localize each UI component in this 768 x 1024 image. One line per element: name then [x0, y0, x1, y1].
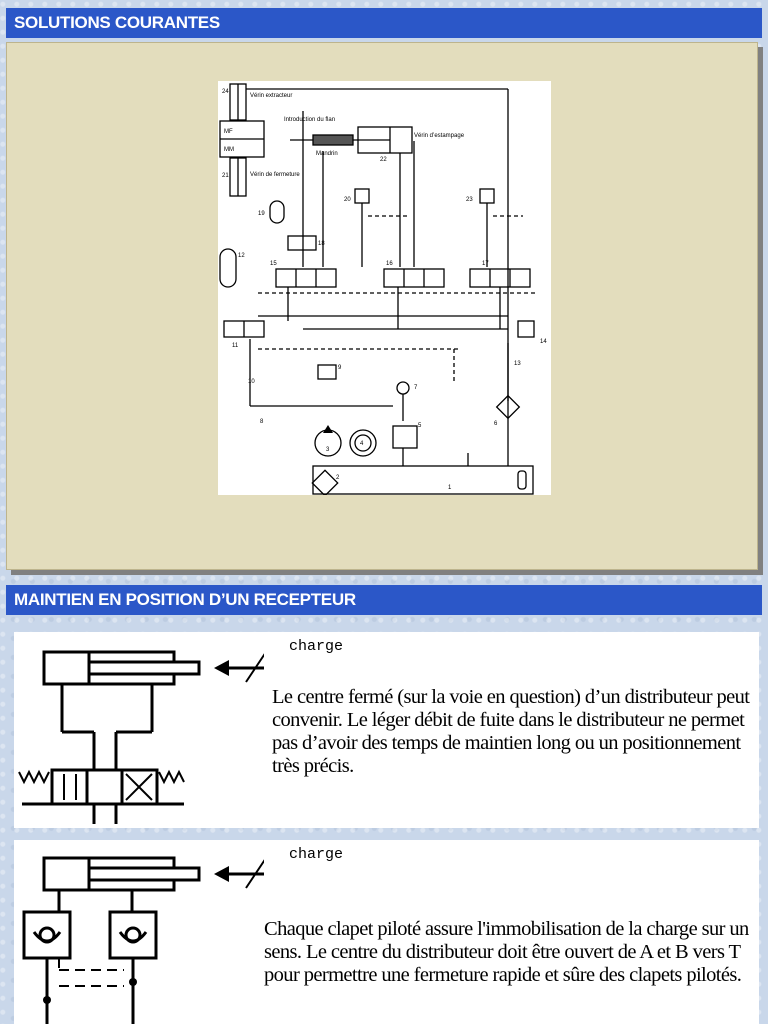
charge-label: charge	[289, 638, 344, 655]
section-header-maintien: MAINTIEN EN POSITION D’UN RECEPTEUR	[6, 585, 762, 615]
num-18: 18	[318, 241, 325, 247]
num-1: 1	[448, 485, 452, 491]
num-12: 12	[238, 253, 245, 259]
num-4: 4	[360, 441, 364, 447]
hydraulic-schematic: Vérin extracteur Introduction du flan Ma…	[218, 81, 551, 497]
case-description: Chaque clapet piloté assure l'immobilisa…	[264, 918, 749, 986]
pilot-check-diagram	[22, 856, 264, 1024]
num-9: 9	[338, 365, 342, 371]
num-10: 10	[248, 379, 255, 385]
num-22: 22	[380, 157, 387, 163]
label-mandrin: Mandrin	[316, 151, 338, 157]
num-19: 19	[258, 211, 265, 217]
case-card-pilot-check: charge Chaque clapet piloté assure l'imm…	[14, 840, 759, 1024]
schematic-drawing: Vérin extracteur Introduction du flan Ma…	[219, 83, 547, 497]
num-15: 15	[270, 261, 277, 267]
num-3: 3	[326, 447, 330, 453]
num-23: 23	[466, 197, 473, 203]
section-header-solutions: SOLUTIONS COURANTES	[6, 8, 762, 38]
num-21: 21	[222, 173, 229, 179]
label-mf: MF	[224, 129, 233, 135]
num-14: 14	[540, 339, 547, 345]
charge-label: charge	[289, 846, 344, 863]
num-17: 17	[482, 261, 489, 267]
case-description: Le centre fermé (sur la voie en question…	[272, 686, 750, 777]
label-introduction-flan: Introduction du flan	[284, 117, 335, 123]
num-7: 7	[414, 385, 418, 391]
num-16: 16	[386, 261, 393, 267]
num-24: 24	[222, 89, 229, 95]
section-title: SOLUTIONS COURANTES	[14, 13, 220, 32]
num-5: 5	[418, 423, 422, 429]
num-6: 6	[494, 421, 498, 427]
num-2: 2	[336, 475, 340, 481]
section-title: MAINTIEN EN POSITION D’UN RECEPTEUR	[14, 590, 356, 609]
num-20: 20	[344, 197, 351, 203]
num-11: 11	[232, 343, 239, 349]
label-verin-estampage: Vérin d’estampage	[414, 133, 465, 139]
num-8: 8	[260, 419, 264, 425]
label-mm: MM	[224, 147, 234, 153]
num-13: 13	[514, 361, 521, 367]
case-card-closed-center: charge Le centre fermé (sur la voie en q…	[14, 632, 759, 828]
label-verin-fermeture: Vérin de fermeture	[250, 172, 300, 178]
label-verin-extracteur: Vérin extracteur	[250, 93, 292, 99]
cylinder-valve-diagram	[18, 650, 264, 824]
